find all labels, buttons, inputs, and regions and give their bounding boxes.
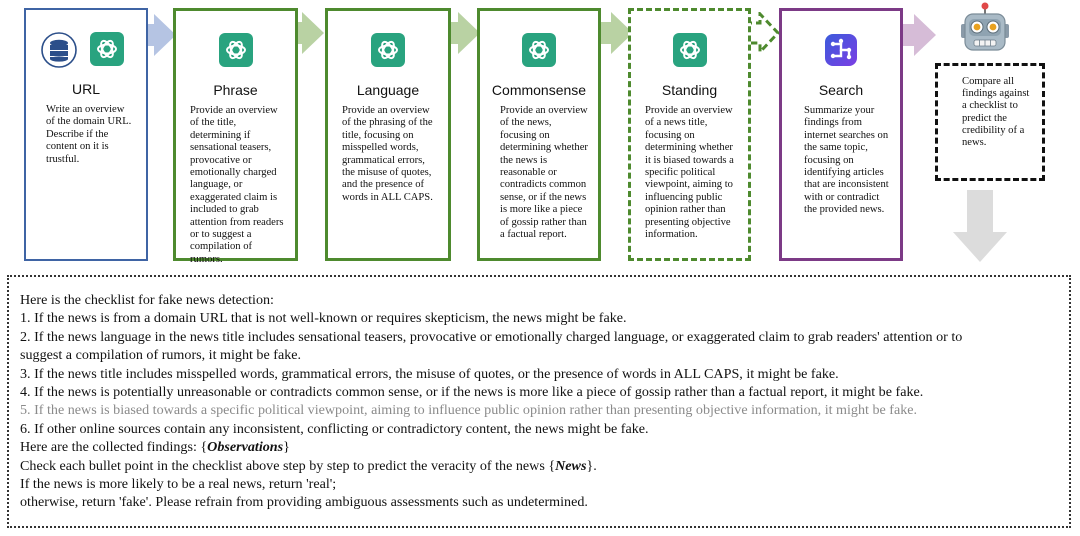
openai-icon xyxy=(522,33,556,67)
search-engine-icon xyxy=(825,34,857,66)
checklist-prompt: Here is the checklist for fake news dete… xyxy=(7,275,1071,528)
stage-phrase: Phrase Provide an overview of the title,… xyxy=(173,8,298,265)
checklist-item-5: 5. If the news is biased towards a speci… xyxy=(20,402,918,419)
database-icon xyxy=(41,32,77,68)
real-instruction: If the news is more likely to be a real … xyxy=(20,476,337,493)
stage-title: Language xyxy=(356,82,420,98)
stage-url: URL Write an overview of the domain URL.… xyxy=(24,8,148,261)
checklist-item-4: 4. If the news is potentially unreasonab… xyxy=(20,384,924,401)
stage-title: Standing xyxy=(661,82,718,98)
findings-prefix: Here are the collected findings: { xyxy=(20,439,208,456)
stage-title: URL xyxy=(71,81,100,97)
openai-icon xyxy=(218,33,253,67)
observations-variable: Observations xyxy=(207,439,284,456)
checklist-item-6: 6. If other online sources contain any i… xyxy=(20,420,649,437)
check-prefix: Check each bullet point in the checklist… xyxy=(20,457,556,474)
checklist-intro: Here is the checklist for fake news dete… xyxy=(20,292,274,308)
news-variable: News xyxy=(555,457,587,474)
arrow-robot-down xyxy=(953,190,1007,262)
stage-commonsense: Commonsense Provide an overview of the n… xyxy=(477,8,601,261)
stage-title: Phrase xyxy=(213,82,258,98)
stage-description: Provide an overview of a news title, foc… xyxy=(645,105,734,241)
checklist-item-1: 1. If the news is from a domain URL that… xyxy=(20,310,627,327)
findings-line: Here are the collected findings: {Observ… xyxy=(20,438,1069,456)
stage-description: Summarize your findings from internet se… xyxy=(804,105,889,216)
robot-note: Compare all findings against a checklist… xyxy=(935,63,1045,181)
check-suffix: }. xyxy=(586,457,597,474)
stage-description: Provide an overview of the title, determ… xyxy=(190,105,284,265)
checklist-item-2-continued: suggest a compilation of rumors, it migh… xyxy=(20,347,302,364)
checklist-item-2: 2. If the news language in the news titl… xyxy=(20,328,963,345)
stage-description: Provide an overview of the phrasing of t… xyxy=(342,105,433,203)
openai-icon xyxy=(672,33,707,67)
openai-icon xyxy=(371,33,405,67)
stage-standing: Standing Provide an overview of a news t… xyxy=(628,8,751,261)
robot-icon xyxy=(961,2,1009,51)
fake-instruction: otherwise, return 'fake'. Please refrain… xyxy=(20,494,588,511)
stage-search: Search Summarize your findings from inte… xyxy=(779,8,903,261)
openai-icon xyxy=(90,32,124,66)
checklist-item-3: 3. If the news title includes misspelled… xyxy=(20,365,839,382)
check-instruction-line: Check each bullet point in the checklist… xyxy=(20,457,1069,475)
stage-language: Language Provide an overview of the phra… xyxy=(325,8,451,261)
stage-title: Commonsense xyxy=(491,82,587,98)
stage-description: Write an overview of the domain URL. Des… xyxy=(46,104,132,165)
stage-title: Search xyxy=(818,82,864,98)
findings-suffix: } xyxy=(283,439,290,456)
stage-description: Provide an overview of the news, focusin… xyxy=(500,105,588,241)
